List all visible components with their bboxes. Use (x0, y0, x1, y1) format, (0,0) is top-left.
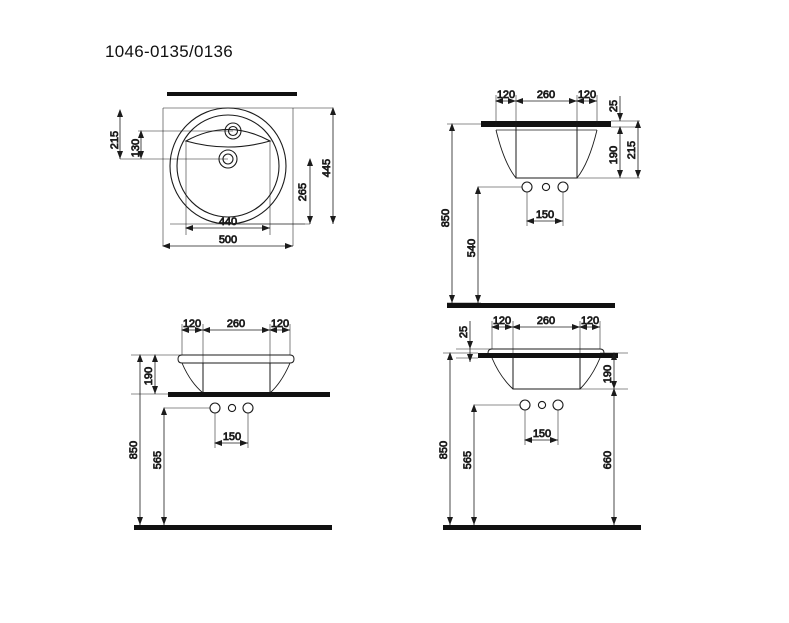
dim-v3-120-right: 120 (271, 318, 289, 330)
dim-v3-120-left: 120 (183, 318, 201, 330)
dim-v2-120-right: 120 (578, 89, 596, 101)
dim-v4-120-left: 120 (493, 315, 511, 327)
view-section-semi-recessed: 120 260 120 25 190 660 (438, 303, 641, 530)
dim-v3-850: 850 (128, 441, 140, 459)
dim-v3-150: 150 (223, 431, 241, 443)
dim-v4-120-right: 120 (581, 315, 599, 327)
dim-v2-190: 190 (608, 146, 620, 164)
dim-v2-850: 850 (440, 209, 452, 227)
dim-v4-660: 660 (602, 451, 614, 469)
dim-v4-565: 565 (462, 451, 474, 469)
dim-v2-215: 215 (626, 141, 638, 159)
dim-v2-150: 150 (536, 209, 554, 221)
dim-plan-445: 445 (321, 159, 333, 177)
dim-v2-25: 25 (608, 100, 620, 112)
view-section-under-counter: 120 260 120 25 190 215 (440, 89, 641, 308)
dim-v4-25: 25 (458, 326, 470, 338)
view-plan: 215 130 265 445 440 500 (109, 107, 336, 249)
dim-v2-540: 540 (466, 239, 478, 257)
dim-v4-260: 260 (537, 315, 555, 327)
view-section-inset-basin: 120 260 120 190 150 (128, 318, 332, 530)
drawing-title: 1046-0135/0136 (105, 42, 234, 61)
dim-v3-565: 565 (152, 451, 164, 469)
dim-plan-215: 215 (109, 131, 121, 149)
dim-plan-500: 500 (219, 234, 237, 246)
title-underline (167, 92, 297, 96)
dim-v2-260: 260 (537, 89, 555, 101)
dim-v3-260: 260 (227, 318, 245, 330)
dim-v4-190: 190 (602, 365, 614, 383)
dim-plan-130: 130 (130, 139, 142, 157)
dim-v2-120-left: 120 (497, 89, 515, 101)
dim-v4-150: 150 (533, 428, 551, 440)
dim-v4-850: 850 (438, 441, 450, 459)
dim-plan-265: 265 (297, 183, 309, 201)
dim-plan-440: 440 (219, 216, 237, 228)
dim-v3-190: 190 (143, 367, 155, 385)
